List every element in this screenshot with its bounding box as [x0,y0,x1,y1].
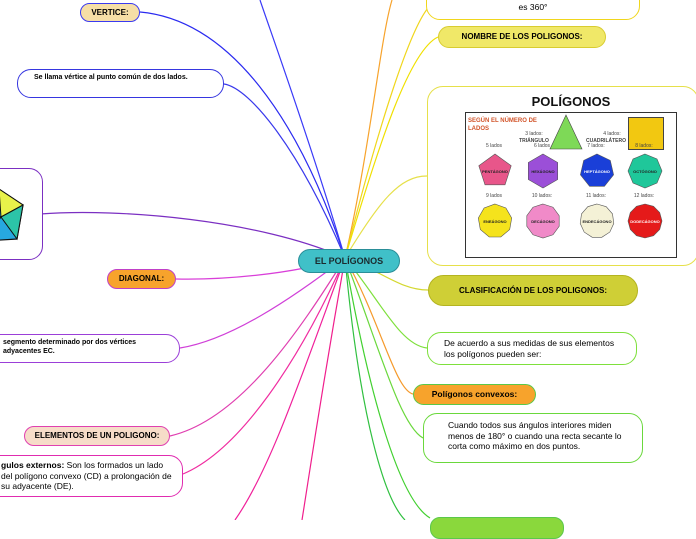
polygon-caption: 10 lados: [531,193,553,199]
polygon-figure-box[interactable] [0,168,43,260]
polygon-shape-7: HEPTÁGONO [578,153,616,189]
connector-top-left [259,0,346,259]
connector-bottom-right2 [344,257,406,520]
polygon-shape-10: DECÁGONO [524,203,562,239]
central-topic-label: EL POLÍGONOS [314,255,384,266]
vertice-label: VERTICE: [91,7,129,17]
polygon-caption: 6 lados [533,143,551,149]
polygon-shape-11: ENDECÁGONO [578,203,616,239]
polygon-shape-5: PENTÁGONO [476,153,514,189]
square-name: CUADRILÁTERO [586,138,626,144]
clasificacion-label: CLASIFICACIÓN DE LOS POLIGONOS: [459,285,608,295]
elementos-node[interactable]: ELEMENTOS DE UN POLIGONO: [24,426,170,446]
polygon-shape-8: OCTÓGONO [626,153,664,189]
polygon-chart: SEGÚN EL NÚMERO DE LADOS 3 lados: TRIÁNG… [465,112,677,258]
connector-bottom-left [234,257,346,520]
polygon-chart-title: POLÍGONOS [531,94,611,109]
square-icon [628,117,664,150]
polygon-name: DODECÁGONO [630,218,660,224]
top-partial-text: es 360° [518,2,548,13]
diagonal-definition-text: segmento determinado por dos vértices ad… [3,339,137,355]
clasificacion-definition-box[interactable]: De acuerdo a sus medidas de sus elemento… [427,332,637,365]
triangle-icon [549,114,583,150]
square-caption: 4 lados: [603,131,621,137]
diagonal-node[interactable]: DIAGONAL: [107,269,176,289]
connector-angulos [182,257,346,475]
polygon-name: DECÁGONO [531,218,555,224]
vertice-node[interactable]: VERTICE: [80,3,140,22]
polygon-name: OCTÓGONO [633,168,657,174]
nombre-node[interactable]: NOMBRE DE LOS POLIGONOS: [438,26,606,48]
vertice-definition-text: Se llama vértice al punto común de dos l… [34,74,188,81]
polygon-shape-9: ENEÁGONO [476,203,514,239]
pentagon-figure [0,188,24,241]
vertice-definition-box[interactable]: Se llama vértice al punto común de dos l… [17,69,224,98]
connector-convexos [344,257,414,395]
triangle-name: TRIÁNGULO [519,138,549,144]
connector-bottom-right [344,257,431,519]
angulos-externos-text: Son los formados un lado del polígono co… [1,460,172,492]
polygon-shape-6: HEXÁGONO [524,153,562,189]
polygon-name: PENTÁGONO [482,168,508,174]
polygon-caption: 8 lados: [635,143,653,149]
convexos-definition-text: Cuando todos sus ángulos interiores mide… [448,420,622,452]
polygon-chart-subtitle: SEGÚN EL NÚMERO DE LADOS [468,118,537,132]
polygon-name: HEXÁGONO [531,168,555,174]
top-partial-box: es 360° [426,0,640,20]
polygon-name: HEPTÁGONO [584,168,610,174]
polygon-name: ENDECÁGONO [582,218,612,224]
angulos-externos-title: gulos externos: [1,460,65,470]
elementos-label: ELEMENTOS DE UN POLIGONO: [34,431,160,441]
nombre-label: NOMBRE DE LOS POLIGONOS: [461,32,583,42]
clasificacion-definition-text: De acuerdo a sus medidas de sus elemento… [444,338,615,359]
diagonal-definition-box[interactable]: segmento determinado por dos vértices ad… [0,334,180,363]
connector-convexos-def [344,257,424,439]
convexos-definition-box[interactable]: Cuando todos sus ángulos interiores mide… [423,413,643,463]
connector-image-card [344,175,428,259]
convexos-label: Polígonos convexos: [431,389,518,400]
polygon-caption: 5 lados [485,143,503,149]
connector-top-orange [344,0,393,259]
polygon-caption: 7 lados: [587,143,605,149]
polygon-caption: 12 lados: [633,193,655,199]
polygon-caption: 11 lados: [586,193,606,199]
polygon-name: ENEÁGONO [483,218,507,224]
connector-vertice [139,11,346,259]
angulos-externos-box[interactable]: gulos externos: Son los formados un lado… [0,455,183,497]
connector-nombre [344,36,439,259]
polygon-shape-12: DODECÁGONO [626,203,664,239]
clasificacion-node[interactable]: CLASIFICACIÓN DE LOS POLIGONOS: [428,275,638,306]
connector-vertice-def [223,83,346,259]
connector-elementos [169,257,346,437]
bottom-partial-node[interactable] [430,517,564,539]
polygon-caption: 9 lados [485,193,503,199]
diagonal-label: DIAGONAL: [118,274,165,284]
connector-top-right [344,7,429,259]
connector-bottom-mid [301,257,346,520]
convexos-node[interactable]: Polígonos convexos: [413,384,536,405]
connector-polygon-image [39,211,346,259]
triangle-caption: 3 lados: [525,131,543,137]
central-topic[interactable]: EL POLÍGONOS [298,249,400,273]
